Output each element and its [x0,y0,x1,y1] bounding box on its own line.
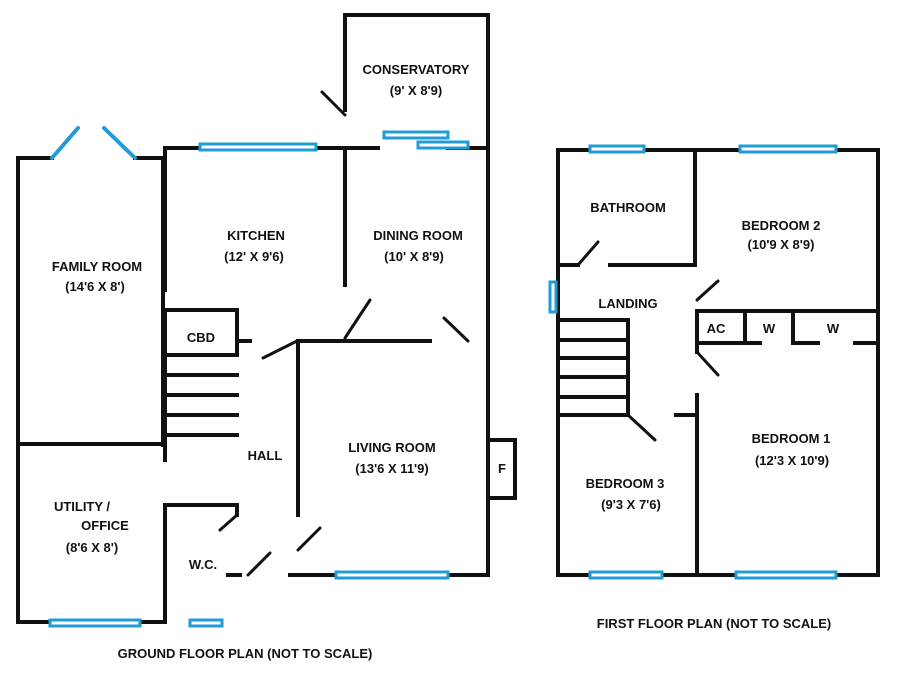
family-room-french-door-right [102,126,137,160]
dining-room-label: DINING ROOM [373,228,463,243]
first-floor-caption: FIRST FLOOR PLAN (NOT TO SCALE) [597,616,831,631]
bedroom1-size: (12'3 X 10'9) [755,453,829,468]
bathroom-window [588,144,646,154]
bedroom2-label: BEDROOM 2 [742,218,821,233]
living-room-size: (13'6 X 11'9) [355,461,428,476]
ac-label: AC [707,321,726,336]
utility-label-line2: OFFICE [81,518,129,533]
bedroom3-size: (9'3 X 7'6) [601,497,661,512]
cbd-label: CBD [187,330,215,345]
ground-floor-labels: CONSERVATORY (9' X 8'9) KITCHEN (12' X 9… [52,62,506,572]
ground-floor-plan: CONSERVATORY (9' X 8'9) KITCHEN (12' X 9… [16,13,517,661]
wc-label: W.C. [189,557,217,572]
bedroom3-label: BEDROOM 3 [586,476,665,491]
bedroom1-label: BEDROOM 1 [752,431,831,446]
bedroom2-window [738,144,838,154]
family-room-size: (14'6 X 8') [65,279,125,294]
bathroom-label: BATHROOM [590,200,666,215]
wardrobe-2-label: W [827,321,840,336]
first-floor-doors [576,240,720,442]
bedroom1-window [734,570,838,580]
kitchen-label: KITCHEN [227,228,285,243]
ground-floor-caption: GROUND FLOOR PLAN (NOT TO SCALE) [118,646,373,661]
utility-window [48,618,142,628]
family-room-label: FAMILY ROOM [52,259,142,274]
first-floor-plan: BATHROOM BEDROOM 2 (10'9 X 8'9) LANDING … [548,144,880,631]
fireplace-label: F [498,461,506,476]
conservatory-door-2 [416,140,470,150]
landing-label: LANDING [598,296,657,311]
family-room-french-door-left [50,126,80,160]
first-floor-windows [548,144,838,580]
wardrobe-1-label: W [763,321,776,336]
ground-floor-windows [48,126,470,628]
living-room-label: LIVING ROOM [348,440,435,455]
bedroom3-window [588,570,664,580]
kitchen-size: (12' X 9'6) [224,249,284,264]
dining-room-size: (10' X 8'9) [384,249,444,264]
conservatory-door-1 [382,130,450,140]
ground-floor-doors [218,90,470,577]
utility-label-line1: UTILITY / [54,499,110,514]
wc-window [188,618,224,628]
hall-label: HALL [248,448,283,463]
living-room-window [334,570,450,580]
kitchen-window [198,142,318,152]
conservatory-label: CONSERVATORY [363,62,470,77]
conservatory-size: (9' X 8'9) [390,83,442,98]
first-floor-labels: BATHROOM BEDROOM 2 (10'9 X 8'9) LANDING … [586,200,840,512]
landing-window [548,280,558,314]
utility-size: (8'6 X 8') [66,540,118,555]
bedroom2-size: (10'9 X 8'9) [748,237,815,252]
